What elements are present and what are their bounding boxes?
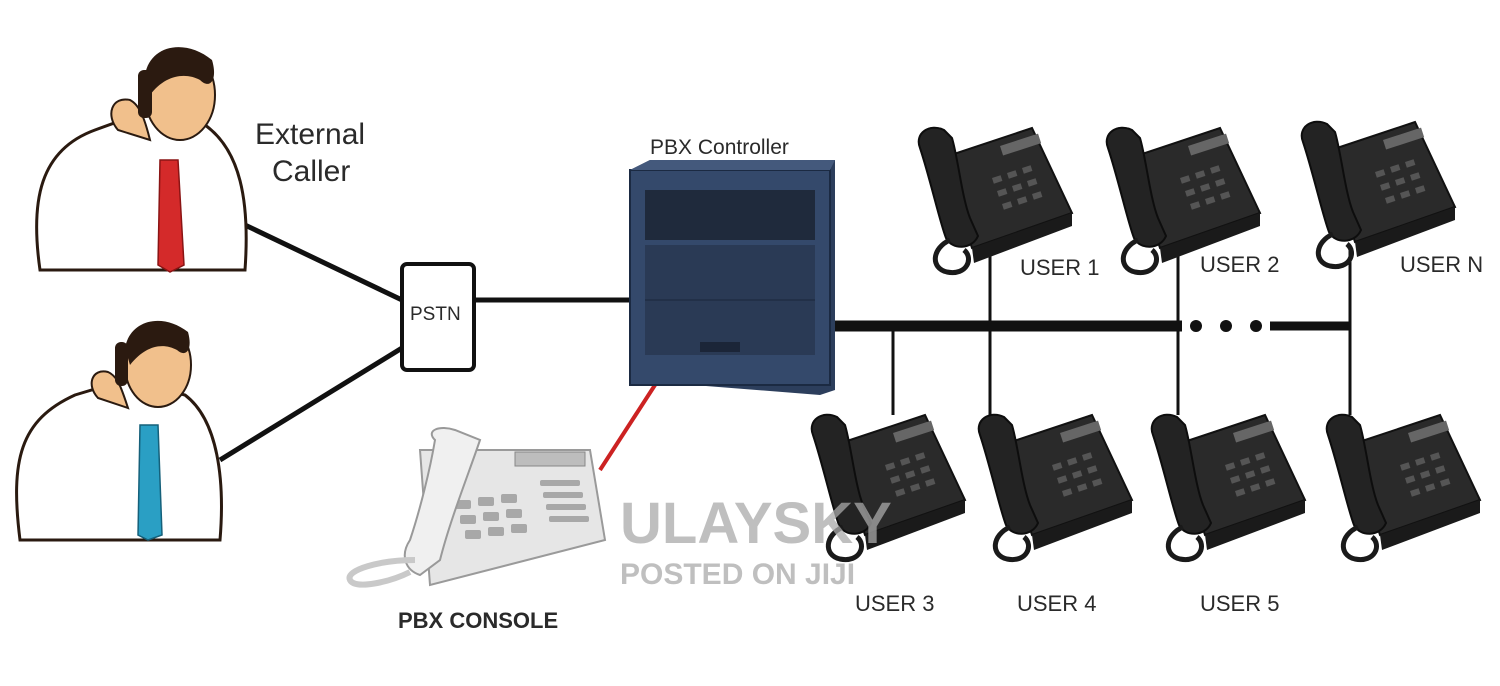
connection-lines — [218, 222, 1352, 472]
watermark-brand: ULAYSKY — [620, 491, 892, 556]
caller-person-icon — [15, 320, 223, 542]
user-n-phone-icon — [1302, 122, 1455, 267]
pstn-label: PSTN — [410, 304, 461, 325]
watermark-posted: POSTED ON JIJI — [620, 558, 856, 591]
pstn-box — [400, 262, 476, 372]
external-caller-person-icon — [35, 47, 248, 273]
extra-user-phone-icon — [1327, 415, 1480, 560]
user-1-label: USER 1 — [1020, 255, 1100, 280]
bus-ellipsis — [1190, 320, 1262, 332]
line-caller1-pstn — [243, 222, 404, 303]
line-caller2-pstn — [218, 345, 404, 463]
pbx-cabinet-icon — [629, 160, 835, 395]
line-pbx-console — [598, 383, 657, 472]
pbx-controller-label: PBX Controller — [650, 136, 789, 159]
user-4-phone-icon — [979, 415, 1132, 560]
user-5-phone-icon — [1152, 415, 1305, 560]
user-2-label: USER 2 — [1200, 252, 1280, 277]
pbx-console-label: PBX CONSOLE — [398, 608, 559, 633]
external-caller-label-line1: External — [255, 118, 366, 151]
user-n-label: USER N — [1400, 252, 1484, 277]
user-3-label: USER 3 — [855, 591, 935, 616]
external-caller-label-line2: Caller — [272, 155, 351, 188]
user-4-label: USER 4 — [1017, 591, 1097, 616]
user-2-phone-icon — [1107, 128, 1260, 273]
console-phone-icon — [346, 427, 607, 588]
user-5-label: USER 5 — [1200, 591, 1280, 616]
user-1-phone-icon — [919, 128, 1072, 273]
